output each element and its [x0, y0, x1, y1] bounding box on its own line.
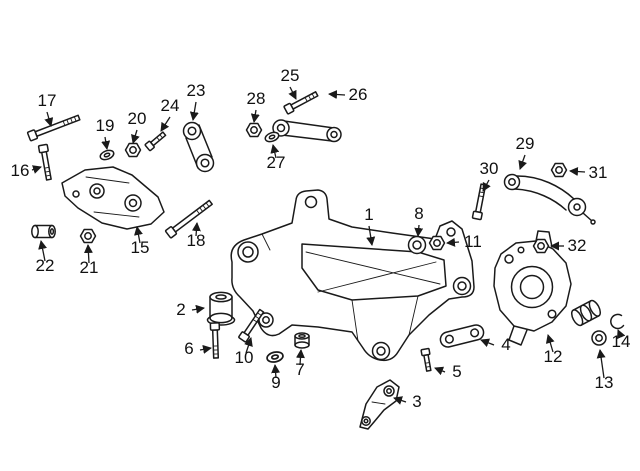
- callout-1: 1: [364, 205, 373, 224]
- callout-18: 18: [187, 231, 206, 250]
- callout-7: 7: [295, 360, 304, 379]
- part-32-nut: [532, 238, 550, 254]
- leader-1: [366, 225, 376, 246]
- callout-12: 12: [544, 347, 563, 366]
- leader-24: [160, 116, 171, 132]
- callout-25: 25: [281, 66, 300, 85]
- callout-23: 23: [187, 81, 206, 100]
- leader-21: [83, 244, 93, 264]
- part-11-nut: [428, 235, 446, 251]
- callout-17: 17: [38, 91, 57, 110]
- part-1-crossmember: [230, 189, 475, 362]
- part-27-washer: [263, 129, 281, 145]
- part-21-nut: [79, 228, 97, 244]
- callout-14: 14: [612, 332, 631, 351]
- callout-31: 31: [589, 163, 608, 182]
- part-16-bolt: [37, 143, 54, 182]
- part-15-bracket: [61, 166, 165, 230]
- part-29-control-arm: [503, 173, 596, 225]
- leader-25: [288, 86, 297, 100]
- callout-19: 19: [96, 116, 115, 135]
- leader-27: [270, 144, 280, 159]
- leader-31: [569, 167, 586, 177]
- leader-4: [480, 338, 495, 348]
- part-19-washer: [98, 147, 116, 163]
- leader-lines: [31, 86, 626, 405]
- part-3-bracket: [359, 379, 400, 430]
- leader-17: [44, 111, 54, 127]
- leader-5: [434, 366, 446, 376]
- part-7-bushing: [294, 332, 310, 349]
- leader-28: [250, 109, 260, 123]
- callout-10: 10: [235, 348, 254, 367]
- leader-29: [518, 154, 527, 170]
- leader-11: [446, 237, 460, 247]
- part-20-nut: [124, 142, 142, 158]
- leader-16: [31, 165, 42, 174]
- leader-19: [101, 136, 111, 150]
- part-28-nut: [245, 122, 263, 138]
- callout-9: 9: [271, 373, 280, 392]
- part-8-bushing: [407, 235, 427, 255]
- callout-16: 16: [11, 161, 30, 180]
- callout-30: 30: [480, 159, 499, 178]
- callout-21: 21: [80, 258, 99, 277]
- callout-28: 28: [247, 89, 266, 108]
- part-9-washer: [265, 349, 285, 365]
- leader-10: [244, 337, 253, 354]
- callout-3: 3: [412, 392, 421, 411]
- leader-12: [545, 334, 555, 353]
- part-control-rod: [272, 119, 342, 143]
- callout-2: 2: [176, 300, 185, 319]
- leader-7: [295, 349, 305, 366]
- callout-5: 5: [452, 362, 461, 381]
- part-12-knuckle: [493, 230, 572, 346]
- callout-8: 8: [414, 204, 423, 223]
- leader-18: [191, 222, 201, 237]
- leader-13: [596, 349, 606, 379]
- part-24-bolt: [144, 129, 168, 152]
- leader-15: [134, 226, 143, 244]
- leader-9: [271, 364, 281, 379]
- part-14-snap-ring: [610, 313, 625, 330]
- part-31-nut: [550, 162, 568, 178]
- callout-26: 26: [349, 85, 368, 104]
- callout-15: 15: [131, 238, 150, 257]
- part-2-bushing: [206, 291, 236, 326]
- callout-4: 4: [501, 335, 510, 354]
- callout-32: 32: [568, 236, 587, 255]
- callout-6: 6: [184, 339, 193, 358]
- leader-22: [38, 240, 47, 262]
- part-25-bolt: [283, 89, 320, 115]
- part-22-bushing: [31, 224, 56, 239]
- leader-23: [189, 101, 199, 121]
- leader-8: [414, 224, 424, 237]
- part-17-bolt: [26, 112, 82, 142]
- leader-30: [482, 179, 491, 192]
- leader-14: [617, 329, 626, 340]
- leader-6: [199, 345, 212, 354]
- leader-3: [393, 396, 407, 405]
- leader-2: [191, 304, 205, 314]
- part-30-bolt: [471, 182, 489, 221]
- part-23-link: [182, 121, 215, 173]
- callout-24: 24: [161, 96, 180, 115]
- callout-27: 27: [267, 153, 286, 172]
- leader-26: [328, 90, 346, 99]
- part-6-bolt: [209, 322, 222, 359]
- callout-29: 29: [516, 134, 535, 153]
- callout-11: 11: [464, 232, 482, 251]
- callout-22: 22: [36, 256, 55, 275]
- part-4-strap: [439, 324, 485, 348]
- callout-13: 13: [595, 373, 614, 392]
- part-5-bolt: [420, 347, 434, 373]
- callout-20: 20: [128, 109, 147, 128]
- leader-20: [131, 129, 140, 144]
- part-13-bearing-rings: [570, 299, 607, 346]
- callout-labels: 1 2 3 4 5 6 7 8 9 10 11 12 13 14 15 16 1…: [11, 66, 631, 411]
